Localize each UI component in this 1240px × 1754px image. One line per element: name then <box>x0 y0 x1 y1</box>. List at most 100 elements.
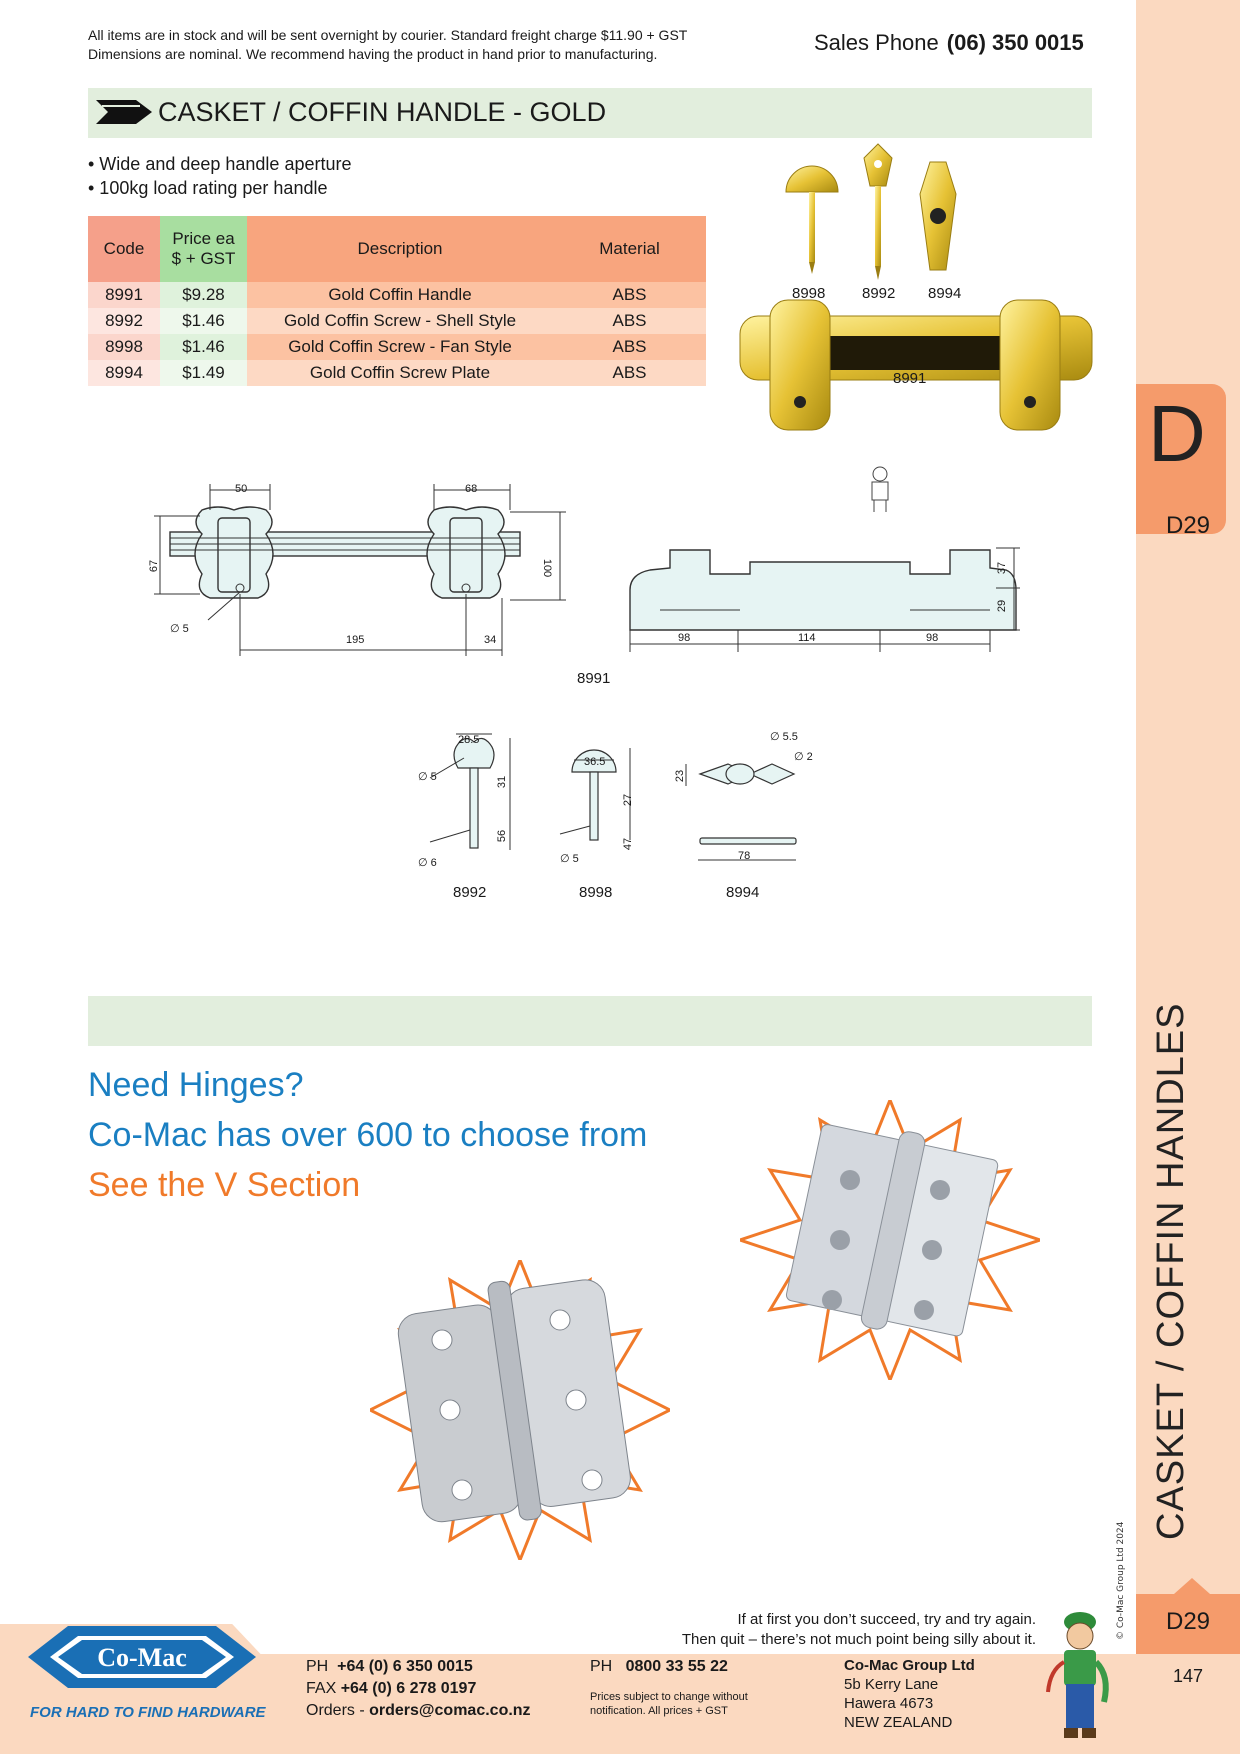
dimension-label: 31 <box>496 775 509 789</box>
photo-label: 8991 <box>893 370 927 387</box>
stock-note: All items are in stock and will be sent … <box>88 26 687 64</box>
hinge-burst-image-2 <box>370 1260 670 1560</box>
dimension-label: 68 <box>465 483 478 495</box>
cell-description: Gold Coffin Handle <box>247 282 553 308</box>
cell-material: ABS <box>553 334 706 360</box>
promo-headline: Need Hinges? <box>88 1066 304 1104</box>
orders-email[interactable]: orders@comac.co.nz <box>369 1702 531 1719</box>
drawing-label: 8998 <box>579 884 613 901</box>
screw-drawings <box>429 733 797 861</box>
sales-phone: Sales Phone (06) 350 0015 <box>814 30 1084 56</box>
cell-code: 8994 <box>88 360 160 386</box>
product-table: Code Price ea$ + GST Description Materia… <box>88 216 706 386</box>
section-title: CASKET / COFFIN HANDLE - GOLD <box>158 97 607 127</box>
company-name: Co-Mac Group Ltd <box>844 1657 975 1674</box>
dimension-label: 114 <box>798 632 816 644</box>
dimension-label: 47 <box>622 837 635 851</box>
stock-note-line2: Dimensions are nominal. We recommend hav… <box>88 46 658 62</box>
fax-number: +64 (0) 6 278 0197 <box>340 1680 477 1697</box>
shell-screw-photo <box>863 143 893 280</box>
promo-header-bar <box>88 996 1092 1046</box>
table-row: 8994 $1.49 Gold Coffin Screw Plate ABS <box>88 360 706 386</box>
dimension-label: 50 <box>235 483 248 495</box>
product-photos <box>739 143 1093 431</box>
table-row: 8992 $1.46 Gold Coffin Screw - Shell Sty… <box>88 308 706 334</box>
dimension-label: ∅ 5 <box>560 853 579 865</box>
cell-material: ABS <box>553 308 706 334</box>
section-letter: D <box>1148 389 1206 478</box>
contact-block: PH +64 (0) 6 350 0015 FAX +64 (0) 6 278 … <box>306 1658 531 1719</box>
tab-notch <box>1174 1578 1210 1594</box>
phone-number[interactable]: +64 (0) 6 350 0015 <box>337 1658 473 1675</box>
svg-text:Co-Mac: Co-Mac <box>97 1643 187 1672</box>
tagline: FOR HARD TO FIND HARDWARE <box>30 1704 266 1721</box>
freephone-number[interactable]: 0800 33 55 22 <box>625 1658 728 1675</box>
address-line: NEW ZEALAND <box>844 1714 953 1731</box>
stock-note-line1: All items are in stock and will be sent … <box>88 27 688 43</box>
dimension-label: ∅ 5 <box>418 771 437 783</box>
address-block: Co-Mac Group Ltd 5b Kerry Lane Hawera 46… <box>844 1656 975 1732</box>
promo-link[interactable]: See the V Section <box>88 1166 361 1204</box>
dimension-label: 67 <box>148 559 161 573</box>
mascot-plumber-icon <box>1046 1612 1109 1738</box>
sales-label: Sales Phone <box>814 30 939 55</box>
cell-code: 8998 <box>88 334 160 360</box>
quote-line: If at first you don’t succeed, try and t… <box>737 1611 1036 1628</box>
dimension-label: 195 <box>346 634 365 646</box>
page-code-top: D29 <box>1165 512 1211 539</box>
table-header-row: Code Price ea$ + GST Description Materia… <box>88 216 706 282</box>
vertical-section-title: CASKET / COFFIN HANDLES <box>1150 1002 1192 1540</box>
dimension-label: 78 <box>738 850 751 862</box>
dimension-label: ∅ 5 <box>170 623 189 635</box>
col-code: Code <box>88 216 160 282</box>
dimension-label: ∅ 2 <box>794 751 813 763</box>
cell-material: ABS <box>553 282 706 308</box>
feature-item: • 100kg load rating per handle <box>88 178 328 198</box>
feature-list: • Wide and deep handle aperture • 100kg … <box>88 152 352 200</box>
comac-logo-icon[interactable]: Co-Mac <box>28 1626 256 1688</box>
page-code-bottom: D29 <box>1165 1608 1211 1635</box>
sales-number[interactable]: (06) 350 0015 <box>946 30 1084 55</box>
quote-line: Then quit – there’s not much point being… <box>681 1631 1036 1648</box>
col-material: Material <box>553 216 706 282</box>
cell-description: Gold Coffin Screw - Fan Style <box>247 334 553 360</box>
dimension-label: 56 <box>496 829 509 843</box>
drawing-label: 8992 <box>453 884 487 901</box>
dimension-label: 98 <box>678 632 691 644</box>
dimension-label: 27 <box>622 793 635 807</box>
cell-price: $1.49 <box>160 360 247 386</box>
feature-item: • Wide and deep handle aperture <box>88 154 352 174</box>
photo-label: 8994 <box>928 285 962 302</box>
dimension-label: 36.5 <box>584 756 606 768</box>
table-row: 8991 $9.28 Gold Coffin Handle ABS <box>88 282 706 308</box>
right-sidebar <box>1136 0 1240 1754</box>
handle-side-drawing <box>629 547 1020 652</box>
gold-handle-photo <box>739 299 1093 431</box>
dimension-label: 37 <box>996 561 1009 575</box>
cell-material: ABS <box>553 360 706 386</box>
address-line: Hawera 4673 <box>844 1695 934 1712</box>
cell-price: $9.28 <box>160 282 247 308</box>
section-tab[interactable] <box>1136 384 1226 534</box>
promo-subline: Co-Mac has over 600 to choose from <box>88 1116 648 1154</box>
screw-plate-photo <box>919 161 957 271</box>
dimension-label: 34 <box>484 634 497 646</box>
address-line: 5b Kerry Lane <box>844 1676 939 1693</box>
photo-label: 8998 <box>792 285 826 302</box>
dimension-label: 29 <box>996 599 1009 613</box>
price-note: Prices subject to change without <box>590 1691 748 1703</box>
cell-price: $1.46 <box>160 334 247 360</box>
dimension-label: 98 <box>926 632 939 644</box>
table-row: 8998 $1.46 Gold Coffin Screw - Fan Style… <box>88 334 706 360</box>
cell-code: 8992 <box>88 308 160 334</box>
hinge-burst-image-1 <box>740 1100 1040 1380</box>
dimension-label: 100 <box>541 558 554 578</box>
page-number: 147 <box>1172 1666 1204 1686</box>
col-price: Price ea$ + GST <box>160 216 247 282</box>
cell-description: Gold Coffin Screw - Shell Style <box>247 308 553 334</box>
price-note: notification. All prices + GST <box>590 1705 728 1717</box>
drawing-label: 8994 <box>726 884 760 901</box>
drawing-label: 8991 <box>577 670 611 687</box>
bottom-tab <box>1136 1594 1240 1654</box>
fan-screw-photo <box>785 165 839 274</box>
